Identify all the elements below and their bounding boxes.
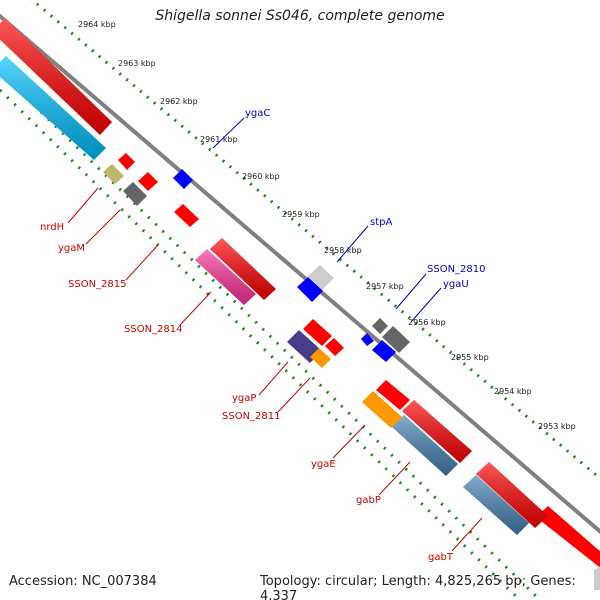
leader-line [179, 291, 212, 326]
genome-summary-text: Topology: circular; Length: 4,825,265 bp… [260, 574, 576, 600]
gene-label-SSON_2814[interactable]: SSON_2814 [124, 324, 183, 335]
gene-box-gray[interactable] [372, 318, 388, 334]
gene-label-SSON_2811[interactable]: SSON_2811 [222, 411, 281, 422]
leader-line [212, 117, 245, 149]
leader-line [451, 517, 483, 552]
gene-arrow-blue[interactable] [297, 277, 323, 302]
gene-shade [392, 415, 458, 476]
scale-label: 2953 kbp [538, 422, 576, 431]
leader-line [85, 209, 121, 245]
inner-tick-row-2 [0, 88, 522, 600]
gene-arrow-red-shade [0, 18, 112, 135]
scale-label: 2958 kbp [324, 246, 362, 255]
genome-backbone [0, 13, 600, 535]
gene-label-gabP[interactable]: gabP [356, 495, 381, 506]
leader-line [395, 273, 427, 310]
inner-tick-row [0, 69, 542, 600]
gene-shade [463, 475, 529, 535]
gene-arrow-red[interactable] [536, 506, 600, 575]
gene-label-ygaU[interactable]: ygaU [443, 279, 469, 290]
scale-label-group: 2964 kbp 2963 kbp 2962 kbp 2961 kbp 2960… [78, 20, 576, 431]
gene-label-ygaM[interactable]: ygaM [58, 243, 85, 254]
gene-label-ygaE[interactable]: ygaE [311, 459, 336, 470]
scale-label: 2956 kbp [408, 318, 446, 327]
gene-box-red[interactable] [118, 153, 135, 170]
scale-label: 2960 kbp [242, 172, 280, 181]
gene-box-red[interactable] [376, 380, 410, 410]
gene-label-SSON_2810[interactable]: SSON_2810 [427, 264, 486, 275]
leader-line [378, 461, 411, 496]
gene-box-red[interactable] [138, 172, 158, 191]
gene-shade [195, 249, 256, 305]
gene-arrow-blue[interactable] [173, 169, 193, 189]
scale-label: 2959 kbp [282, 210, 320, 219]
leader-line [258, 361, 289, 396]
leader-line [336, 225, 369, 263]
gene-shade [476, 462, 548, 528]
map-title: Shigella sonnei Ss046, complete genome [155, 8, 445, 24]
gene-label-stpA[interactable]: stpA [370, 217, 392, 228]
gene-features [0, 18, 600, 590]
reverse-leaders [67, 187, 483, 552]
scale-label: 2957 kbp [366, 282, 404, 291]
leader-line [67, 187, 99, 224]
gene-box-orange[interactable] [362, 391, 402, 428]
gene-box-lightgray[interactable] [594, 565, 600, 590]
gene-box-orange[interactable] [310, 348, 331, 368]
gene-shade [402, 400, 472, 463]
gene-box-red[interactable] [303, 319, 332, 346]
reverse-gene-labels: nrdH ygaM SSON_2815 SSON_2814 ygaP SSON_… [40, 222, 454, 563]
accession-text: Accession: NC_007384 [9, 574, 157, 589]
gene-box-gray[interactable] [123, 182, 147, 206]
gene-arrow-cyan-shade [0, 56, 106, 160]
scale-label: 2962 kbp [160, 97, 198, 106]
scale-label: 2955 kbp [451, 353, 489, 362]
gene-label-nrdH[interactable]: nrdH [40, 222, 64, 233]
leader-line [125, 244, 159, 281]
leader-line [410, 287, 442, 323]
gene-shade [210, 238, 276, 300]
gene-box-khaki[interactable] [103, 164, 124, 184]
scale-label: 2964 kbp [78, 20, 116, 29]
gene-label-ygaC[interactable]: ygaC [245, 108, 270, 119]
outer-tick-row [30, 0, 600, 481]
gene-box-lightgray[interactable] [308, 265, 334, 290]
forward-gene-labels: ygaC stpA SSON_2810 ygaU [245, 108, 486, 290]
scale-label: 2961 kbp [200, 135, 238, 144]
gene-arrow-blue[interactable] [361, 333, 374, 346]
leader-line [277, 377, 311, 413]
gene-box-red[interactable] [325, 338, 344, 356]
gene-arrow-blue[interactable] [372, 340, 396, 362]
gene-label-ygaP[interactable]: ygaP [232, 393, 256, 404]
gene-box-red[interactable] [174, 204, 199, 227]
gene-box-gray[interactable] [382, 326, 410, 353]
gene-label-gabT[interactable]: gabT [428, 552, 454, 563]
forward-leaders [212, 117, 442, 323]
scale-label: 2954 kbp [494, 387, 532, 396]
leader-line [332, 424, 366, 459]
scale-label: 2963 kbp [118, 59, 156, 68]
gene-label-SSON_2815[interactable]: SSON_2815 [68, 279, 127, 290]
